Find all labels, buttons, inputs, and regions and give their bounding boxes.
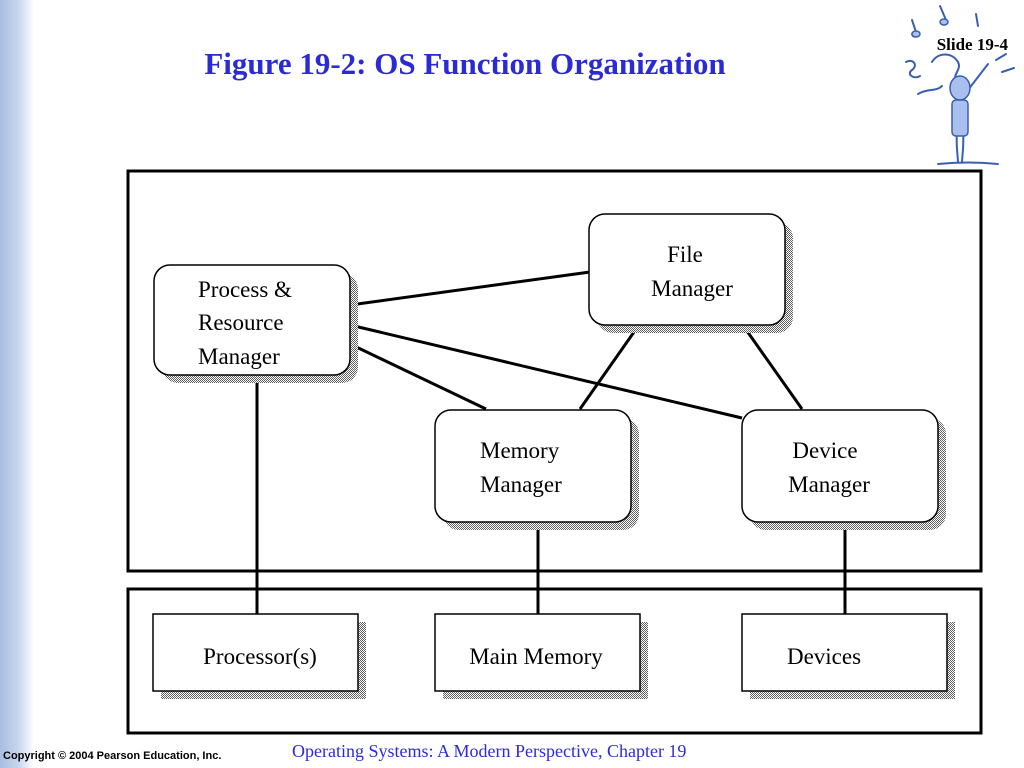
devices-node: Devices <box>741 613 955 699</box>
process-resource-manager-node: Process & Resource Manager <box>153 264 358 383</box>
copyright-text: Copyright © 2004 Pearson Education, Inc. <box>3 750 222 762</box>
file-to-device-line <box>740 323 804 410</box>
file-manager-line-2: Manager <box>651 276 733 301</box>
hardware-layer-frame <box>126 587 983 735</box>
conductor-logo-icon <box>905 5 1015 165</box>
main-memory-node: Main Memory <box>434 613 648 699</box>
device-manager-line-1: Device <box>792 438 857 463</box>
file-to-memory-line <box>578 331 636 410</box>
os-layer-frame <box>126 169 983 573</box>
process-to-device-line <box>349 323 743 420</box>
file-manager-line-1: File <box>667 242 703 267</box>
memory-manager-line-1: Memory <box>480 438 560 463</box>
process-manager-line-2: Resource <box>198 310 284 335</box>
slide-title: Figure 19-2: OS Function Organization <box>204 46 726 81</box>
process-to-memory-line <box>349 342 487 411</box>
device-manager-line-2: Manager <box>788 472 870 497</box>
device-manager-node: Device Manager <box>741 409 946 530</box>
main-memory-label: Main Memory <box>469 644 603 669</box>
file-manager-node: File Manager <box>588 213 793 333</box>
process-manager-line-1: Process & <box>198 277 292 302</box>
devices-label: Devices <box>787 644 861 669</box>
processor-node: Processor(s) <box>152 613 366 699</box>
process-to-file-line <box>349 270 591 307</box>
memory-manager-line-2: Manager <box>480 472 562 497</box>
sidebar-gradient <box>0 0 34 768</box>
processor-label: Processor(s) <box>203 644 317 669</box>
connections <box>255 270 847 614</box>
course-footer: Operating Systems: A Modern Perspective,… <box>292 741 687 761</box>
memory-manager-node: Memory Manager <box>434 409 639 530</box>
process-manager-line-3: Manager <box>198 344 280 369</box>
slide-number: Slide 19-4 <box>936 35 1008 54</box>
